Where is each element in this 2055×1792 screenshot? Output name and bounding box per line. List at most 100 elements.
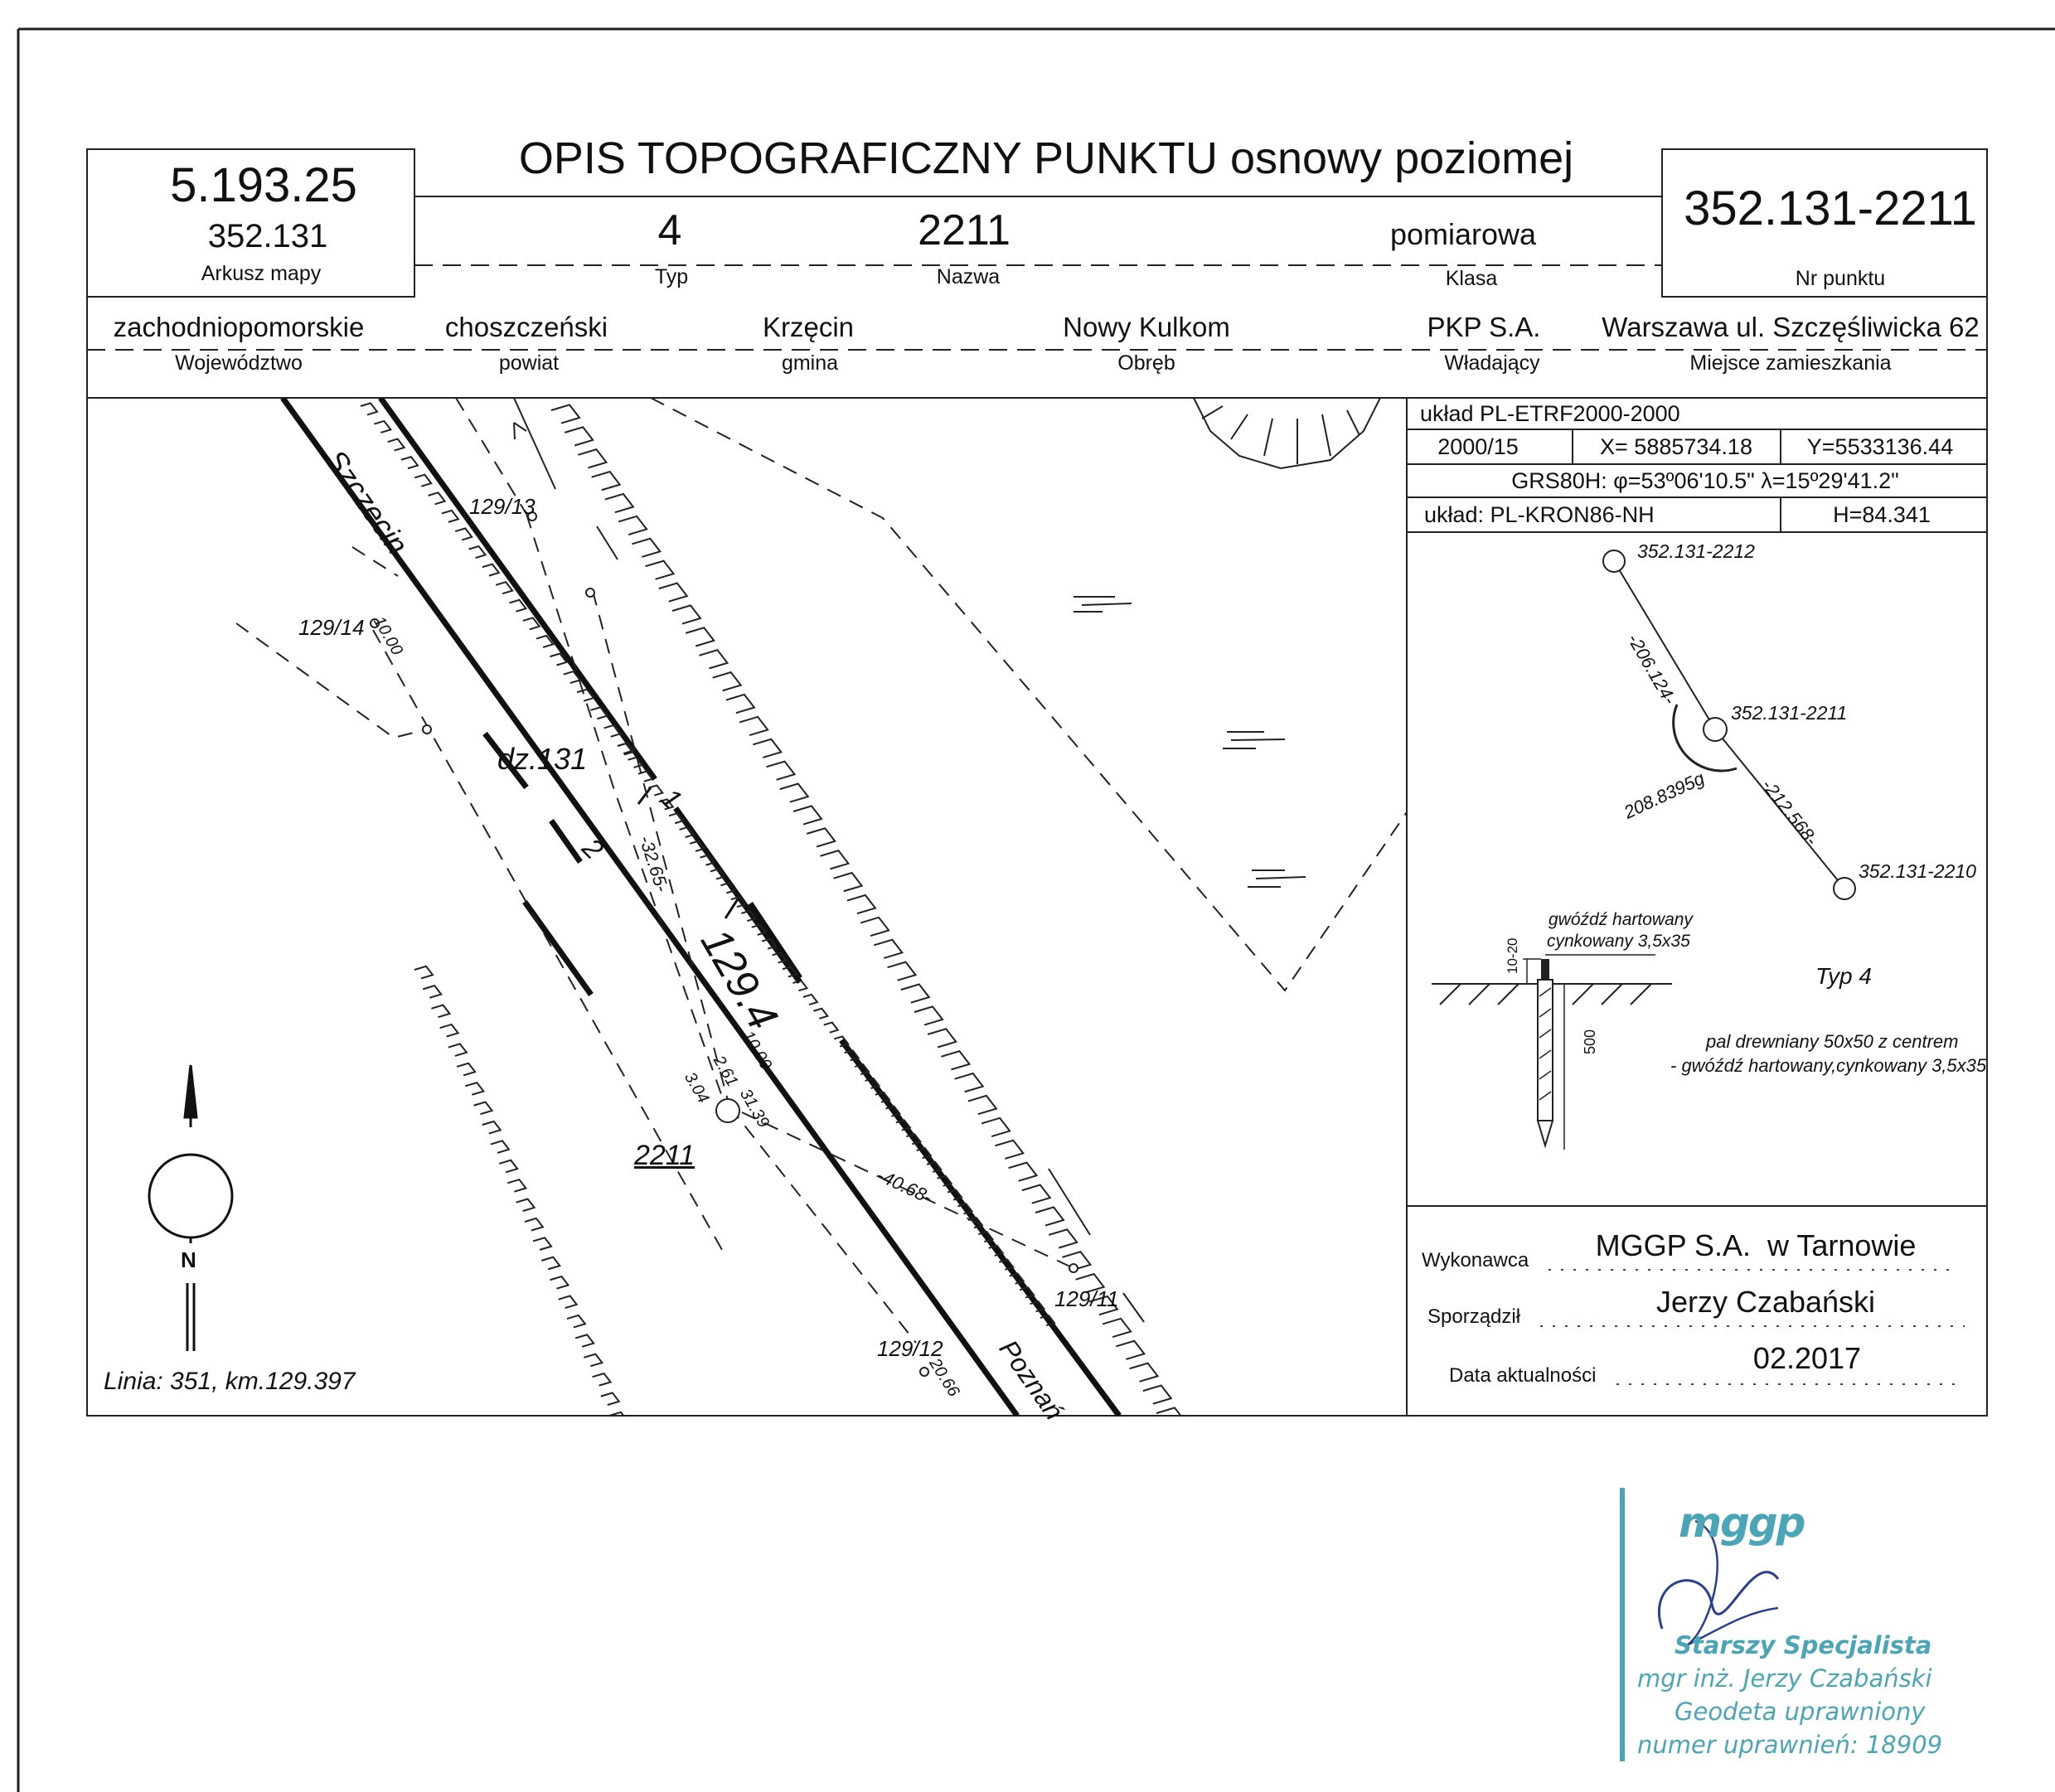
hatch-mark [576,688,595,702]
hatch-mark [779,782,810,803]
hatch-mark [792,805,823,826]
point-129-14b [422,724,432,734]
coord-grs: GRS80H: φ=53º06'10.5" λ=15º29'41.2" [1511,468,1899,493]
hatch-mark [658,582,689,603]
hatch-mark [422,985,443,999]
hatch-mark [456,1062,477,1077]
hatch-mark [699,649,729,670]
hatch-mark [522,617,541,631]
point-2211-marker [1703,717,1728,742]
hatch-mark [536,634,555,648]
hatch-mark [574,1334,595,1348]
label-129-12: 129/12 [877,1336,943,1361]
data-label: Data aktualności [1449,1364,1597,1387]
track-3 [522,899,594,997]
hatch-mark [957,1203,974,1215]
hatch-mark [507,1178,528,1193]
page-title: OPIS TOPOGRAFICZNY PUNKTU osnowy poziome… [518,133,1574,183]
stamp-line-4: numer uprawnień: 18909 [1637,1731,1943,1759]
hatch-mark [1102,1317,1132,1338]
hatch-mark [1142,1384,1173,1405]
sporzadzil-label: Sporządził [1427,1305,1521,1328]
wladajacy-value: PKP S.A. [1427,312,1541,342]
hatch-mark [740,909,757,923]
hatch-mark [1129,1362,1160,1383]
point-x [585,588,595,598]
label-point-2212: 352.131-2212 [1637,540,1755,562]
hatch-mark [563,670,582,685]
powiat-value: choszczeński [444,312,608,342]
hatch-mark [604,492,635,514]
obreb-value: Nowy Kulkom [1063,312,1230,342]
hatch-mark [431,1004,452,1019]
hatch-mark [671,604,702,625]
label-point-2210: 352.131-2210 [1859,860,1976,882]
hatch-mark [490,1140,511,1154]
wladajacy-label: Władający [1444,351,1540,375]
hatch-mark [854,1063,870,1076]
nazwa-value: 2211 [918,206,1011,254]
hatch-mark [937,1174,953,1187]
label-dz131: dz.131 [497,742,588,776]
hatch-mark [414,473,433,487]
sporzadzil-value: Jerzy Czabański [1655,1285,1876,1319]
point-2212-marker [1602,550,1626,573]
wojewodztwo-value: zachodniopomorskie [113,312,365,342]
hatch-mark [600,1392,621,1406]
hatch-mark [995,1139,1025,1160]
hatch-mark [591,470,622,492]
stamp-line-1: Starszy Specjalista [1675,1631,1932,1659]
wykonawca-value: MGGP S.A. w Tarnowie [1595,1228,1917,1262]
hatch-mark [874,938,904,959]
hatch-mark [802,993,819,1005]
point-number-label: Nr punktu [1795,267,1886,290]
hatch-mark [967,1094,998,1116]
miejsce-value: Warszawa ul. Szczęśliwicka 62 [1602,312,1980,342]
point-129-11 [1069,1263,1078,1273]
hatch-mark [550,1275,570,1290]
hatch-mark [846,894,877,915]
hatch-mark [498,1159,519,1174]
hatch-mark [509,598,528,613]
label-north: N [181,1247,196,1272]
hatch-mark [981,1116,1011,1138]
coord-y: Y=5533136.44 [1806,434,1954,459]
hatch-mark [844,1049,860,1062]
hatch-mark [632,537,662,558]
klasa-value: pomiarowa [1389,217,1537,251]
hatch-mark [1156,1407,1182,1416]
hatch-mark [916,1146,933,1160]
hatch-mark [739,715,769,737]
hatch-mark [806,827,836,848]
hatch-mark [875,1091,891,1103]
label-point-2211-map: 2211 [634,1140,696,1171]
hatch-mark [998,1258,1015,1271]
hatch-mark [1019,1286,1035,1299]
hatch-mark [578,448,608,469]
point-2211-map [715,1098,740,1123]
hatch-mark [710,868,726,880]
hatch-mark [823,1021,840,1034]
hatch-mark [782,966,798,978]
powiat-label: powiat [498,351,560,375]
track-1 [280,398,1020,1416]
wojewodztwo-label: Województwo [175,351,303,375]
dim-10-20: 10-20 [1505,937,1520,974]
coord-system: układ PL-ETRF2000-2000 [1420,401,1680,426]
typ-label: Typ [654,265,689,288]
point-number: 352.131-2211 [1684,182,1977,235]
nail-label-1: gwóźdź hartowany [1549,910,1693,929]
hatch-mark [820,850,851,870]
hatch-mark [454,527,473,541]
typ-4-label: Typ 4 [1815,963,1872,989]
hatch-mark [978,1230,995,1243]
hatch-mark [532,1237,553,1251]
hatch-mark [516,1198,536,1213]
hatch-mark [617,742,633,755]
hatch-mark [603,724,623,738]
gmina-label: gmina [781,351,839,375]
hatch-mark [833,1035,850,1048]
hatch-mark [608,1411,625,1416]
hatch-mark [887,961,918,981]
